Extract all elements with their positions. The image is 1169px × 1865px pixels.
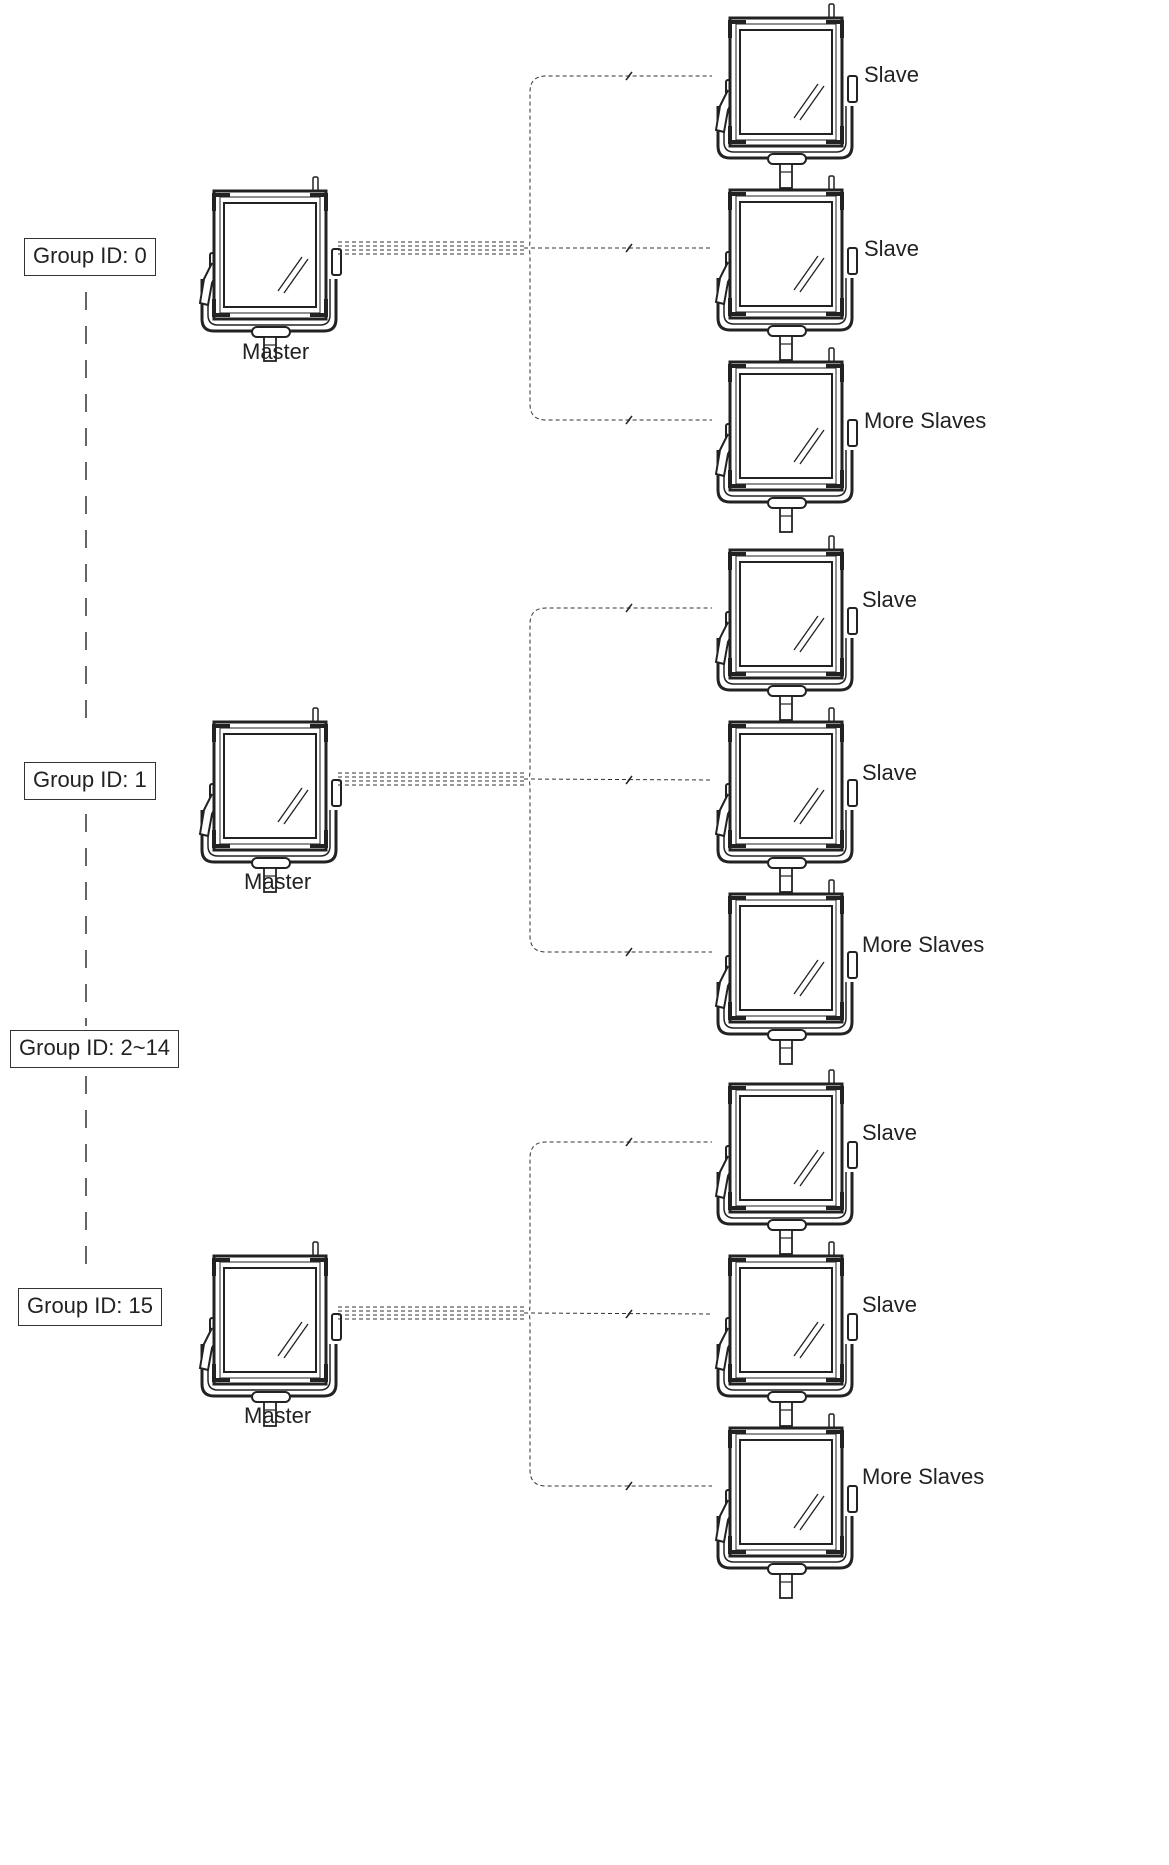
slave-label: Slave <box>862 760 918 785</box>
slave-label: Slave <box>862 1120 918 1145</box>
slave-light-icon <box>714 1412 859 1600</box>
group-id-label-1: Group ID: 1 <box>24 762 156 800</box>
group-2 <box>198 1068 859 1600</box>
slave-light-icon <box>714 1240 859 1428</box>
wireless-bolt-icon <box>625 603 633 613</box>
wireless-link-branch <box>524 75 712 249</box>
master-label: Master <box>244 869 312 894</box>
slave-light-icon <box>714 534 859 722</box>
group-id-label-0: Group ID: 0 <box>24 238 156 276</box>
slave-light-icon <box>714 878 859 1066</box>
group-1 <box>198 534 859 1066</box>
group-id-label-2: Group ID: 2~14 <box>10 1030 180 1068</box>
wireless-bolt-icon <box>625 1137 633 1147</box>
slave-label: Slave <box>862 1292 918 1317</box>
slave-label: Slave <box>864 236 920 261</box>
master-light-icon <box>198 175 343 363</box>
group-id-label-3: Group ID: 15 <box>18 1288 162 1326</box>
wireless-link-branch <box>524 1141 712 1314</box>
slave-label: More Slaves <box>864 408 987 433</box>
wireless-bolt-icon <box>625 1481 633 1491</box>
wireless-bolt-icon <box>625 415 633 425</box>
slave-light-icon <box>714 706 859 894</box>
wireless-link-branch <box>524 778 712 953</box>
slave-label: More Slaves <box>862 1464 985 1489</box>
wireless-link-branch <box>524 607 712 780</box>
wireless-bolt-icon <box>625 1309 633 1319</box>
wireless-link-branch <box>524 1312 712 1487</box>
wireless-bolt-icon <box>625 243 633 253</box>
wireless-bolt-icon <box>625 947 633 957</box>
slave-label: Slave <box>864 62 920 87</box>
slave-light-icon <box>714 174 859 362</box>
slave-label: Slave <box>862 587 918 612</box>
wireless-link-branch <box>523 778 713 781</box>
wireless-bolt-icon <box>625 71 633 81</box>
master-light-icon <box>198 1240 343 1428</box>
wireless-link-branch <box>523 1312 713 1315</box>
wireless-link-branch <box>524 247 712 421</box>
slave-label: More Slaves <box>862 932 985 957</box>
slave-light-icon <box>714 2 859 190</box>
master-label: Master <box>242 339 310 364</box>
master-label: Master <box>244 1403 312 1428</box>
slave-light-icon <box>714 1068 859 1256</box>
master-light-icon <box>198 706 343 894</box>
slave-light-icon <box>714 346 859 534</box>
wireless-bolt-icon <box>625 775 633 785</box>
group-0 <box>198 2 859 534</box>
